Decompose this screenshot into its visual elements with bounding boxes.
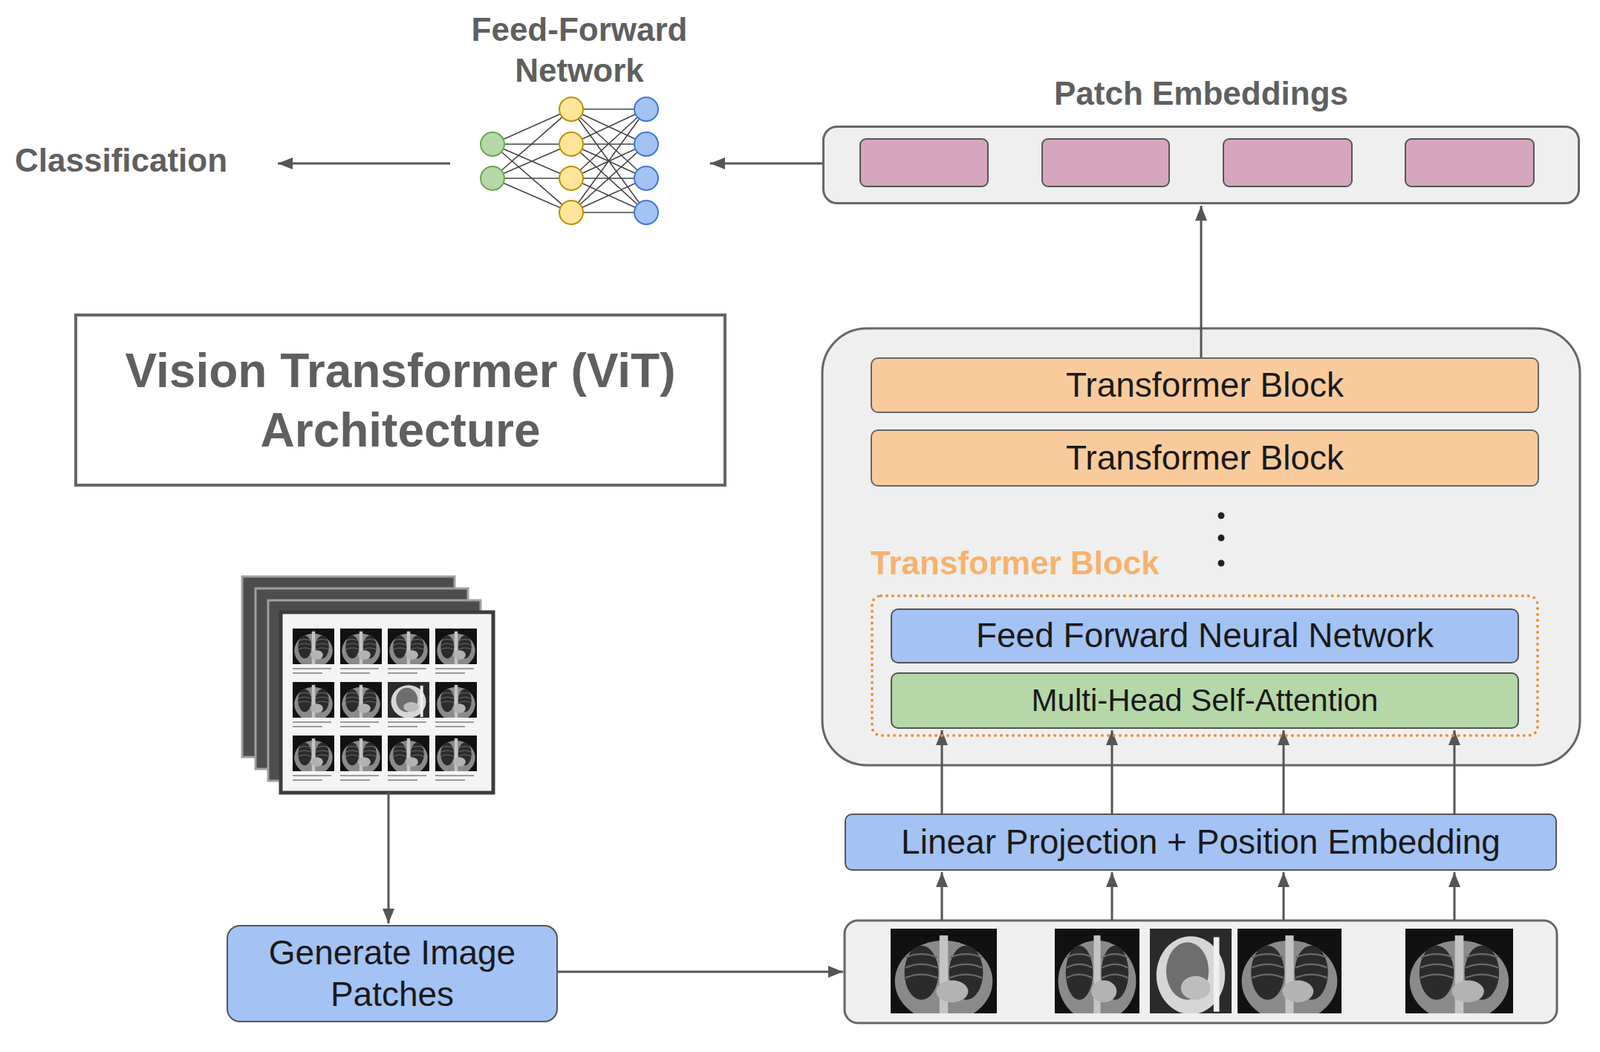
diagram-title: Vision Transformer (ViT) Architecture bbox=[99, 340, 702, 460]
xray-patch bbox=[1405, 928, 1514, 1022]
xray-thumb bbox=[292, 628, 335, 668]
xray-thumb bbox=[387, 735, 430, 775]
flow-arrow bbox=[1453, 730, 1456, 814]
hidden-neuron bbox=[559, 200, 584, 225]
embedding-token bbox=[860, 138, 988, 187]
ellipsis-dot bbox=[1218, 534, 1225, 542]
xray-thumb bbox=[340, 735, 382, 775]
node-label: Classification bbox=[14, 141, 228, 181]
input-neuron bbox=[480, 132, 505, 156]
flow-arrow bbox=[941, 730, 944, 814]
output-neuron bbox=[634, 166, 659, 191]
output-neuron bbox=[634, 97, 659, 122]
hidden-neuron bbox=[559, 97, 584, 122]
xray-thumb bbox=[340, 681, 382, 722]
xray-thumb bbox=[340, 628, 382, 668]
thumb-caption-lines bbox=[292, 668, 474, 780]
flow-arrow bbox=[1282, 872, 1286, 921]
embedding-token bbox=[1223, 138, 1352, 187]
node-label: Transformer Block bbox=[1065, 364, 1344, 406]
transformer-block-detail: Feed Forward Neural NetworkMulti-Head Se… bbox=[870, 594, 1540, 737]
flow-arrow bbox=[941, 872, 944, 921]
attention-box: Multi-Head Self-Attention bbox=[890, 672, 1520, 729]
transformer-block: Transformer Block bbox=[870, 357, 1540, 413]
process-box: Generate Image Patches bbox=[226, 924, 558, 1023]
xray-thumb bbox=[292, 681, 335, 722]
flow-arrow bbox=[277, 162, 451, 165]
xray-thumb bbox=[387, 628, 430, 668]
network-connections bbox=[492, 109, 647, 213]
hidden-neuron bbox=[559, 132, 584, 156]
xray-patch bbox=[1237, 928, 1342, 1022]
embedding-token bbox=[1042, 138, 1170, 187]
ellipsis-dot bbox=[1218, 560, 1225, 567]
flow-arrow bbox=[1453, 872, 1456, 921]
hidden-neuron bbox=[559, 166, 584, 191]
transformer-block: Transformer Block bbox=[870, 429, 1540, 487]
ellipsis-dot bbox=[1218, 512, 1225, 520]
node-heading: Transformer Block bbox=[870, 543, 1160, 584]
flow-arrow bbox=[1111, 872, 1114, 921]
xray-thumb bbox=[435, 628, 477, 668]
node-label: Transformer Block bbox=[1065, 437, 1344, 479]
input-neuron bbox=[480, 166, 505, 191]
embedding-panel: Patch Embeddings bbox=[822, 125, 1580, 205]
network-icon-node: Feed-Forward Network bbox=[450, 8, 709, 238]
encoder-panel bbox=[822, 328, 1580, 766]
xray-thumb bbox=[292, 735, 335, 775]
output-label: Classification bbox=[14, 141, 277, 181]
xray-patch bbox=[1149, 928, 1232, 1014]
node-label: Feed Forward Neural Network bbox=[976, 615, 1434, 656]
node-label: Feed-Forward Network bbox=[450, 8, 709, 91]
flow-arrow bbox=[387, 792, 390, 924]
xray-thumb bbox=[435, 735, 477, 775]
xray-patch bbox=[1054, 928, 1140, 1022]
flow-arrow bbox=[551, 970, 844, 974]
xray-thumb bbox=[387, 681, 430, 718]
flow-arrow bbox=[710, 162, 823, 165]
projection-box: Linear Projection + Position Embedding bbox=[844, 813, 1557, 871]
xray-thumb bbox=[435, 681, 477, 722]
flow-arrow bbox=[1282, 730, 1286, 814]
node-label: Multi-Head Self-Attention bbox=[1031, 681, 1379, 720]
xray-patch bbox=[890, 928, 997, 1022]
feed-forward-box: Feed Forward Neural Network bbox=[890, 608, 1520, 664]
patch-strip bbox=[844, 920, 1557, 1023]
node-label: Generate Image Patches bbox=[242, 932, 542, 1014]
embedding-token bbox=[1405, 138, 1534, 187]
node-heading: Patch Embeddings bbox=[824, 74, 1578, 114]
image-stack-front bbox=[280, 612, 494, 793]
flow-arrow bbox=[1111, 730, 1114, 814]
output-neuron bbox=[634, 200, 659, 225]
flow-arrow bbox=[1200, 205, 1203, 358]
output-neuron bbox=[634, 132, 659, 156]
node-label: Linear Projection + Position Embedding bbox=[901, 821, 1501, 863]
title-box: Vision Transformer (ViT) Architecture bbox=[74, 313, 727, 487]
